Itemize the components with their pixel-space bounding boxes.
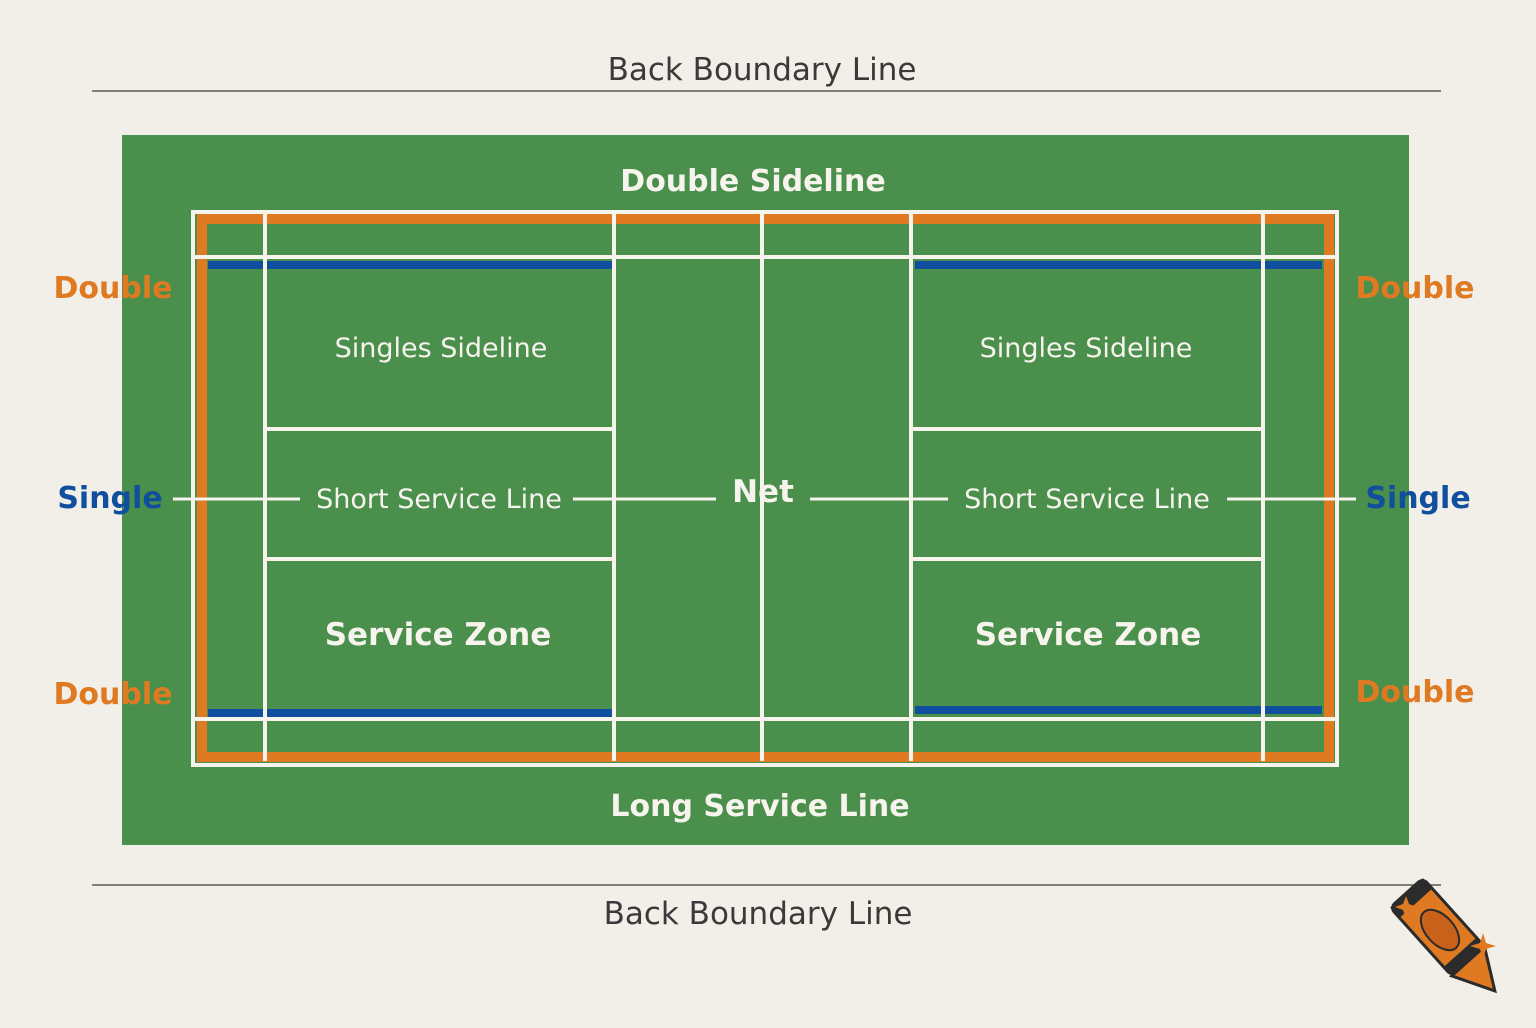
- left-double-bottom-label: Double: [54, 677, 173, 712]
- crayon-icon: [1390, 878, 1497, 994]
- right-short-service-label: Short Service Line: [964, 484, 1210, 515]
- sparkle-icon: [1470, 933, 1496, 959]
- long-service-line-label: Long Service Line: [610, 789, 909, 824]
- right-service-zone-label: Service Zone: [975, 617, 1202, 653]
- right-single-label: Single: [1365, 481, 1470, 516]
- net-label: Net: [732, 474, 794, 510]
- left-service-zone-label: Service Zone: [325, 617, 552, 653]
- right-double-top-label: Double: [1356, 271, 1475, 306]
- court-surface: [122, 135, 1409, 845]
- doubles-boundary: [197, 214, 1334, 762]
- left-double-top-label: Double: [54, 271, 173, 306]
- left-short-service-label: Short Service Line: [316, 484, 562, 515]
- right-singles-sideline-label: Singles Sideline: [980, 333, 1193, 364]
- double-sideline-label: Double Sideline: [620, 164, 885, 199]
- back-boundary-top-label: Back Boundary Line: [608, 52, 917, 88]
- sparkle-icon: [1395, 896, 1417, 918]
- court-outer-boundary: [191, 210, 1339, 767]
- left-single-label: Single: [57, 481, 162, 516]
- right-double-bottom-label: Double: [1356, 675, 1475, 710]
- back-boundary-bottom-label: Back Boundary Line: [604, 896, 913, 932]
- left-singles-sideline-label: Singles Sideline: [335, 333, 548, 364]
